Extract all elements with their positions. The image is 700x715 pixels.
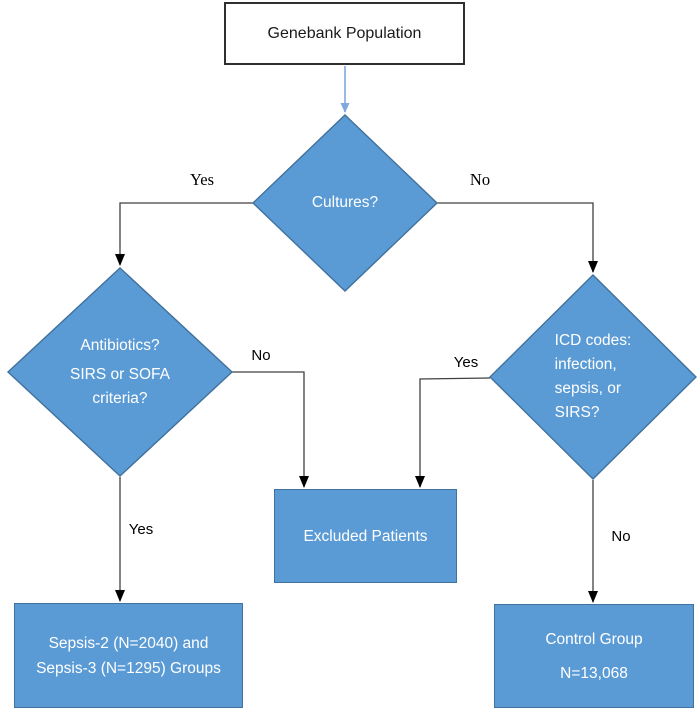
sepsis-groups-line-2: Sepsis-3 (N=1295) Groups bbox=[36, 659, 221, 677]
edge-label-cultures-yes: Yes bbox=[189, 170, 215, 189]
icd-line-1: ICD codes: bbox=[554, 332, 632, 349]
icd-line-4: SIRS? bbox=[554, 404, 600, 421]
icd-codes-diamond bbox=[489, 274, 697, 480]
excluded-patients-node: Excluded Patients bbox=[274, 489, 457, 583]
cultures-label: Cultures? bbox=[311, 194, 379, 211]
antibiotics-line-2: SIRS or SOFA bbox=[70, 365, 170, 383]
edge-label-icd-no: No bbox=[611, 528, 631, 545]
icd-line-2: infection, bbox=[554, 356, 617, 373]
cultures-diamond bbox=[251, 114, 439, 292]
antibiotics-diamond-text: Antibiotics? SIRS or SOFA criteria? bbox=[8, 268, 232, 476]
edge-antibiotics-to-excluded bbox=[232, 371, 309, 488]
control-group-node: Control Group N=13,068 bbox=[494, 604, 694, 708]
edge-cultures-to-antibiotics bbox=[115, 202, 253, 266]
edge-label-antibiotics-no: No bbox=[251, 347, 271, 364]
excluded-patients-label: Excluded Patients bbox=[303, 527, 428, 545]
antibiotics-diamond bbox=[6, 267, 234, 477]
control-group-line-1: Control Group bbox=[545, 630, 643, 648]
edge-label-antibiotics-yes: Yes bbox=[128, 521, 154, 538]
sepsis-groups-node: Sepsis-2 (N=2040) and Sepsis-3 (N=1295) … bbox=[14, 603, 243, 708]
edge-label-cultures-no: No bbox=[469, 170, 491, 189]
antibiotics-line-3: criteria? bbox=[92, 389, 148, 407]
edge-cultures-to-icd bbox=[437, 202, 598, 273]
sepsis-groups-line-1: Sepsis-2 (N=2040) and bbox=[48, 634, 209, 652]
edge-label-icd-yes: Yes bbox=[453, 354, 479, 371]
genebank-population-label: Genebank Population bbox=[267, 24, 422, 42]
control-group-line-2: N=13,068 bbox=[560, 664, 628, 682]
icd-codes-diamond-text: ICD codes: infection, sepsis, or SIRS? bbox=[490, 275, 696, 479]
edge-icd-to-excluded bbox=[415, 377, 491, 488]
icd-line-3: sepsis, or bbox=[554, 380, 621, 397]
genebank-population-node: Genebank Population bbox=[224, 2, 465, 65]
cultures-diamond-text: Cultures? bbox=[253, 115, 437, 291]
antibiotics-line-1: Antibiotics? bbox=[80, 336, 160, 354]
